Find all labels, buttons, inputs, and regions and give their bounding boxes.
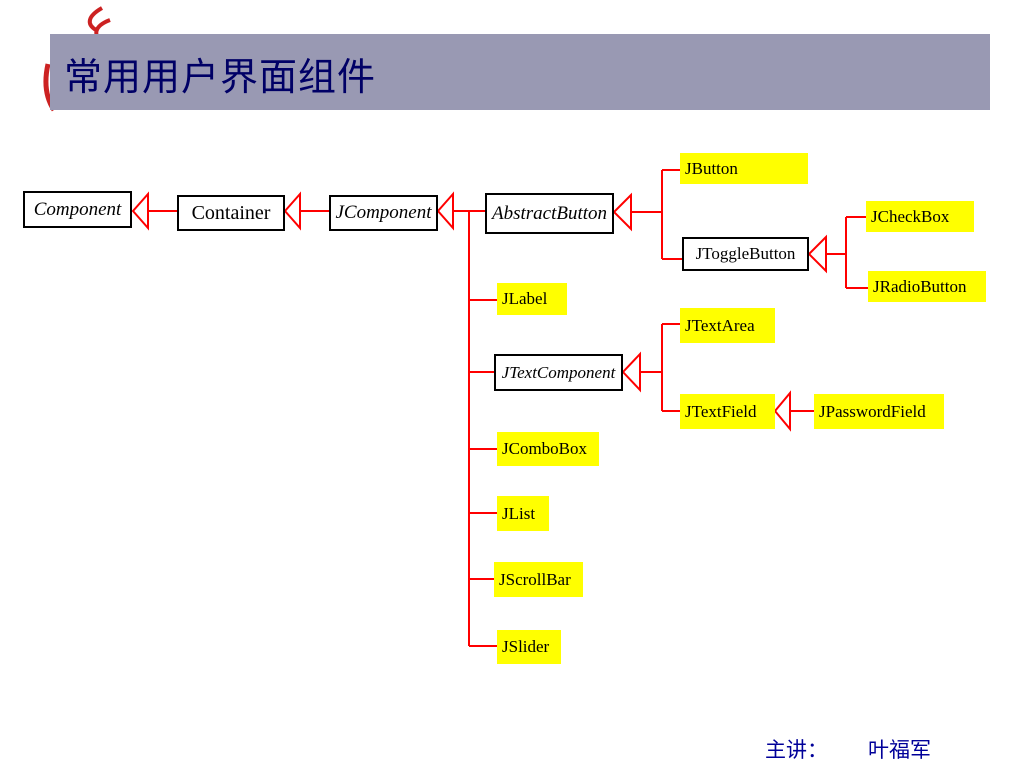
presenter-name: 叶福军 bbox=[868, 738, 931, 762]
title-bar bbox=[50, 34, 990, 110]
node-jradiobutton: JRadioButton bbox=[868, 271, 986, 302]
node-jcombobox: JComboBox bbox=[497, 432, 599, 466]
node-abstractbutton: AbstractButton bbox=[485, 193, 614, 234]
node-jcheckbox: JCheckBox bbox=[866, 201, 974, 232]
node-jlabel: JLabel bbox=[497, 283, 567, 315]
node-jpasswordfield: JPasswordField bbox=[814, 394, 944, 429]
node-jbutton: JButton bbox=[680, 153, 808, 184]
node-jtextfield: JTextField bbox=[680, 394, 775, 429]
presenter-label: 主讲： bbox=[765, 738, 828, 762]
node-jslider: JSlider bbox=[497, 630, 561, 664]
node-jtogglebutton: JToggleButton bbox=[682, 237, 809, 271]
page-title: 常用用户界面组件 bbox=[64, 55, 377, 99]
node-jcomponent: JComponent bbox=[329, 195, 438, 231]
node-jscrollbar: JScrollBar bbox=[494, 562, 583, 597]
node-component: Component bbox=[23, 191, 132, 228]
node-jlist: JList bbox=[497, 496, 549, 531]
node-jtextarea: JTextArea bbox=[680, 308, 775, 343]
node-container: Container bbox=[177, 195, 285, 231]
node-jtextcomponent: JTextComponent bbox=[494, 354, 623, 391]
